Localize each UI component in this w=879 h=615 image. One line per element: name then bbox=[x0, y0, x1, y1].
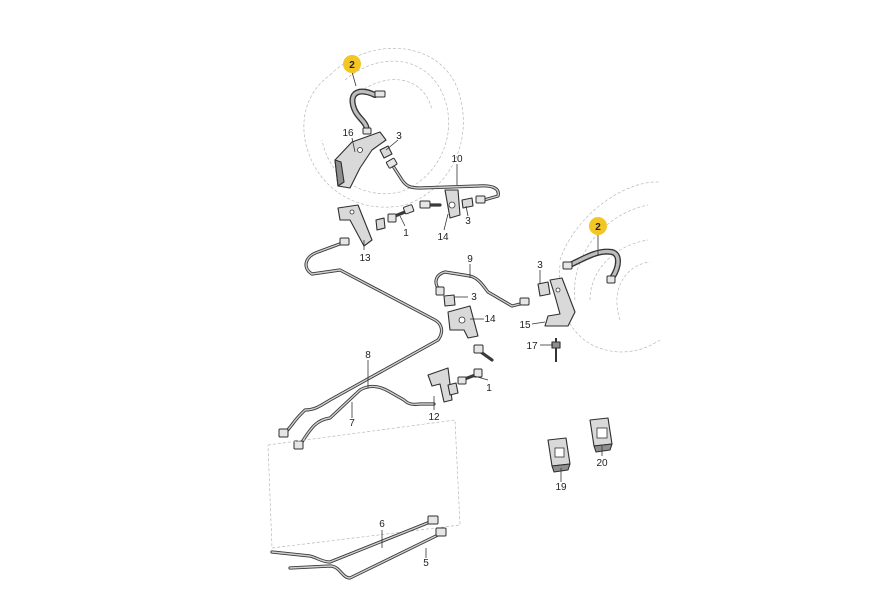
bolt-17 bbox=[551, 338, 561, 362]
brake-line-8 bbox=[278, 237, 444, 438]
clip-3-middle bbox=[443, 294, 456, 307]
callout-8[interactable]: 8 bbox=[365, 350, 371, 361]
callout-3-middle[interactable]: 3 bbox=[471, 292, 477, 303]
callout-17[interactable]: 17 bbox=[526, 341, 538, 352]
fitting-1-top bbox=[387, 204, 415, 223]
clip-3-upper-right bbox=[461, 197, 474, 209]
callout-3-upper-right[interactable]: 3 bbox=[465, 216, 471, 227]
callout-6[interactable]: 6 bbox=[379, 519, 385, 530]
callout-1-middle[interactable]: 1 bbox=[486, 383, 492, 394]
callout-13[interactable]: 13 bbox=[359, 253, 371, 264]
callout-9[interactable]: 9 bbox=[467, 254, 473, 265]
callout-2-rear[interactable]: 2 bbox=[595, 222, 601, 233]
clip-3-top bbox=[379, 145, 393, 159]
rear-brake-hose bbox=[562, 248, 621, 284]
bracket-12 bbox=[427, 367, 459, 403]
bracket-14-top bbox=[419, 189, 461, 219]
clip-3-rear bbox=[537, 281, 551, 297]
callout-14-middle[interactable]: 14 bbox=[484, 314, 496, 325]
callout-2-front[interactable]: 2 bbox=[349, 60, 355, 71]
front-wheel-outline bbox=[303, 48, 464, 208]
callout-20[interactable]: 20 bbox=[596, 458, 608, 469]
highlight-badge bbox=[343, 55, 361, 73]
callout-15[interactable]: 15 bbox=[519, 320, 531, 331]
callout-16[interactable]: 16 bbox=[342, 128, 354, 139]
rear-wheel-outline bbox=[559, 181, 661, 353]
clip-19 bbox=[547, 437, 571, 473]
bracket-15 bbox=[544, 277, 576, 327]
callout-12[interactable]: 12 bbox=[428, 412, 440, 423]
highlight-badge-rear bbox=[589, 217, 607, 235]
callout-7[interactable]: 7 bbox=[349, 418, 355, 429]
bracket-14-middle bbox=[447, 305, 479, 339]
brake-line-6 bbox=[270, 515, 439, 564]
brake-line-7 bbox=[293, 384, 436, 450]
fitting-1-middle bbox=[457, 344, 494, 385]
callout-10[interactable]: 10 bbox=[451, 154, 463, 165]
clip-20 bbox=[589, 417, 613, 453]
brake-line-10 bbox=[385, 157, 500, 204]
brake-line-5 bbox=[288, 527, 447, 580]
callout-labels: 2 16 3 10 1 14 3 13 2 9 3 3 14 15 17 8 1… bbox=[342, 55, 608, 569]
front-brake-hose bbox=[349, 88, 386, 135]
bracket-16 bbox=[334, 131, 387, 189]
callout-19[interactable]: 19 bbox=[555, 482, 567, 493]
leader-lines bbox=[351, 71, 603, 558]
callout-1-top[interactable]: 1 bbox=[403, 228, 409, 239]
callout-14-top[interactable]: 14 bbox=[437, 232, 449, 243]
callout-3-top[interactable]: 3 bbox=[396, 131, 402, 142]
dashed-frame bbox=[267, 419, 461, 549]
callout-3-rear[interactable]: 3 bbox=[537, 260, 543, 271]
callout-5[interactable]: 5 bbox=[423, 558, 429, 569]
